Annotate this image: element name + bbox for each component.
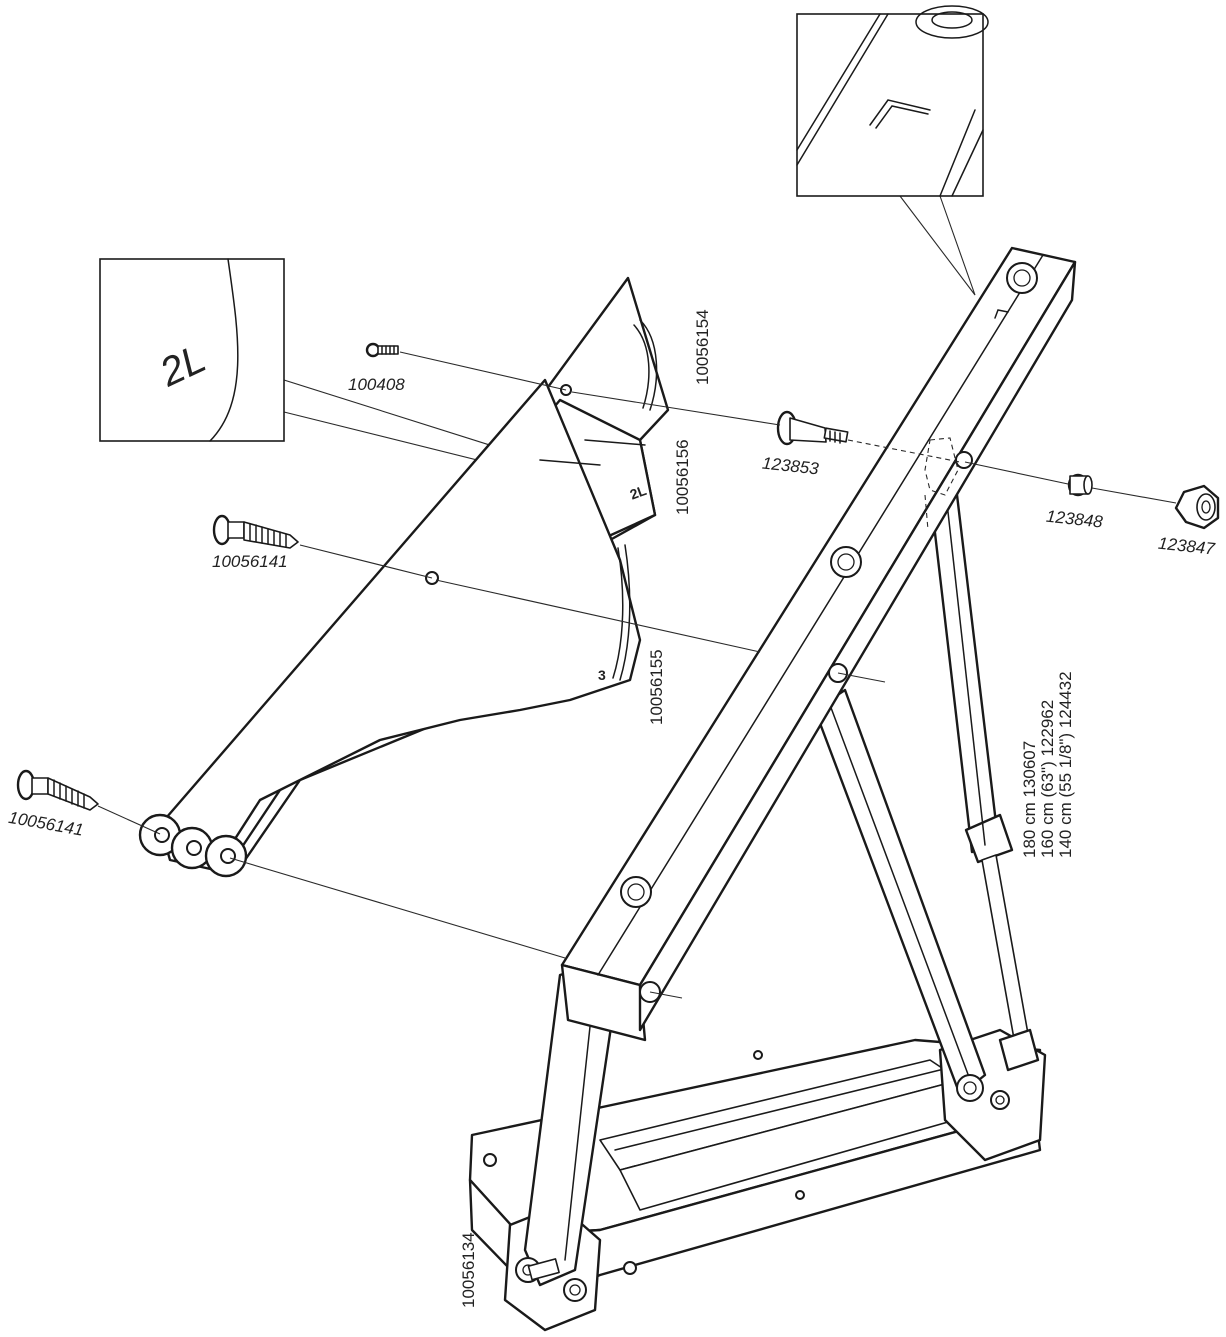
label-10056154: 10056154 xyxy=(693,309,712,385)
label-10056155: 10056155 xyxy=(647,649,666,725)
main-beam xyxy=(560,246,1077,1042)
gas-spring-size-160: 160 cm (63") 122962 xyxy=(1038,700,1057,858)
label-10056156: 10056156 xyxy=(673,439,692,515)
plate-mark-mid: 2L xyxy=(628,482,649,503)
screw-100408-icon xyxy=(365,342,399,358)
callout-top-right xyxy=(796,5,989,296)
label-123853: 123853 xyxy=(761,454,820,479)
label-123848: 123848 xyxy=(1045,507,1104,532)
part-labels: 100408 10056141 10056141 123853 123848 1… xyxy=(7,309,1216,1308)
plate-eyelets xyxy=(138,813,248,878)
label-10056141-lower: 10056141 xyxy=(7,808,85,840)
pin-123853-icon xyxy=(776,410,849,446)
callout-left: 2L xyxy=(99,258,633,499)
label-100408: 100408 xyxy=(348,375,405,394)
plate-mark-bottom: 3 xyxy=(598,667,606,683)
beam-holes xyxy=(620,262,1038,1003)
gas-spring-size-140: 140 cm (55 1/8") 124432 xyxy=(1056,671,1075,858)
assembly-lines xyxy=(97,351,1177,999)
label-10056134: 10056134 xyxy=(459,1232,478,1308)
plates: 2L 3 xyxy=(138,276,670,878)
bolt-upper-icon xyxy=(212,514,299,549)
label-10056141-upper: 10056141 xyxy=(212,552,288,571)
gas-spring-size-180: 180 cm 130607 xyxy=(1020,741,1039,858)
bolt-lower-icon xyxy=(16,769,99,811)
bushing-123848-icon xyxy=(1067,473,1093,497)
nut-123847-icon xyxy=(1174,484,1220,530)
support-arms xyxy=(515,688,987,1287)
fasteners xyxy=(16,342,1220,811)
gas-spring-size-list: 180 cm 130607 160 cm (63") 122962 140 cm… xyxy=(1020,671,1075,858)
gas-spring xyxy=(928,476,1040,1072)
label-123847: 123847 xyxy=(1157,534,1216,559)
